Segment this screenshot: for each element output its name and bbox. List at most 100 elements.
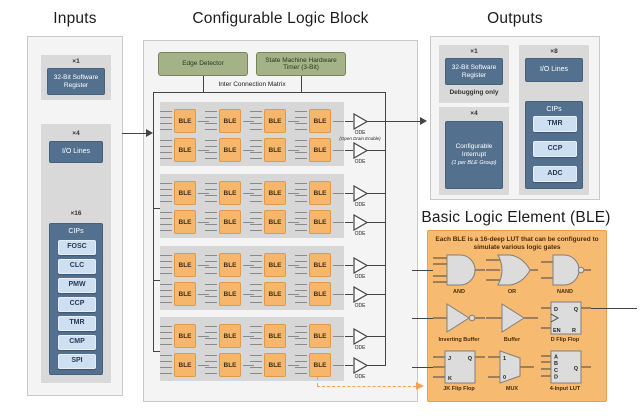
d-flip-flop-label: D Flip Flop — [550, 337, 580, 343]
ble-box: BLE — [309, 109, 331, 133]
wire — [367, 265, 385, 266]
ble-input-lines — [295, 284, 307, 304]
wire — [333, 149, 344, 151]
ble-box: BLE — [264, 324, 286, 348]
ble-input-lines — [205, 255, 217, 275]
wire — [345, 365, 353, 366]
svg-text:B: B — [554, 361, 558, 367]
ode-buffer-icon — [353, 213, 369, 236]
inputs-heading: Inputs — [53, 10, 97, 27]
svg-text:D: D — [554, 375, 558, 381]
outputs-io-box: I/O Lines — [525, 58, 583, 82]
ble-cell: BLE — [295, 109, 344, 133]
ble-cell: BLE — [160, 324, 209, 348]
ble-cell: BLE — [205, 181, 254, 205]
ble-box: BLE — [309, 181, 331, 205]
inputs-register-count: ×1 — [72, 58, 80, 65]
cip-chip-cmp: CMP — [58, 335, 96, 350]
wire — [288, 293, 299, 295]
ble-cell: BLE — [160, 210, 209, 234]
ode-open-drain-note: (Open Drain Enable) — [339, 136, 381, 141]
svg-text:0: 0 — [503, 375, 506, 381]
ode-buffer-icon — [353, 112, 369, 135]
outputs-interrupt-note: (1 per BLE Group) — [451, 160, 497, 166]
ble-box: BLE — [219, 138, 241, 162]
ble-box: BLE — [309, 353, 331, 377]
d-flip-flop-icon: D Q EN R — [539, 300, 591, 336]
ble-cell: BLE — [250, 282, 299, 306]
ble-cell: BLE — [160, 109, 209, 133]
wire — [333, 192, 344, 194]
four-input-lut-label: 4-Input LUT — [549, 386, 581, 392]
or-gate-icon — [486, 252, 538, 288]
ble-input-lines — [205, 284, 217, 304]
wire — [243, 221, 254, 223]
ble-input-lines — [160, 140, 172, 160]
cip-chip-spi: SPI — [58, 354, 96, 369]
ode-label: ODE — [354, 202, 366, 208]
ble-box: BLE — [264, 253, 286, 277]
wire — [345, 336, 353, 337]
inverting-buffer-icon — [433, 300, 485, 336]
and-gate-label: AND — [453, 289, 465, 295]
ble-input-lines — [205, 212, 217, 232]
ble-cell: BLE — [160, 282, 209, 306]
inputs-io-box: I/O Lines — [49, 141, 103, 163]
ble-input-lines — [160, 355, 172, 375]
ble-input-lines — [250, 140, 262, 160]
wire — [243, 264, 254, 266]
wire — [333, 120, 344, 122]
ble-box: BLE — [264, 282, 286, 306]
wire — [198, 364, 209, 366]
ble-box: BLE — [219, 282, 241, 306]
ble-box: BLE — [174, 282, 196, 306]
outputs-register-count: ×1 — [470, 48, 478, 55]
ble-input-lines — [295, 212, 307, 232]
ble-cell: BLE — [250, 324, 299, 348]
cip-chip-ccp: CCP — [58, 297, 96, 312]
ode-buffer-icon — [353, 141, 369, 164]
outputs-interrupt-label: Configurable Interrupt — [455, 143, 493, 159]
ode-label: ODE — [354, 159, 366, 165]
ble-cell: BLE — [160, 253, 209, 277]
ble-detail-dashed-wire — [317, 386, 416, 387]
wire — [288, 221, 299, 223]
wire — [288, 264, 299, 266]
cip-chip-tmr: TMR — [58, 316, 96, 331]
inputs-register-group: ×1 32-Bit Software Register — [41, 55, 111, 100]
wire — [198, 120, 209, 122]
wire — [243, 293, 254, 295]
ble-box: BLE — [309, 253, 331, 277]
nand-gate-icon — [539, 252, 591, 288]
ble-cell: BLE — [205, 353, 254, 377]
four-input-lut-icon: A B C D Q — [539, 349, 591, 385]
ble-cell: BLE — [295, 138, 344, 162]
ble-box: BLE — [219, 109, 241, 133]
ble-input-lines — [160, 183, 172, 203]
state-machine-box: State Machine Hardware Timer (3-Bit) — [256, 52, 346, 76]
ble-cell: BLE — [205, 253, 254, 277]
outputs-io-count: ×8 — [550, 48, 558, 55]
clb-heading: Configurable Logic Block — [192, 10, 369, 27]
wire — [243, 149, 254, 151]
ble-cell: BLE — [250, 353, 299, 377]
ble-cell: BLE — [250, 210, 299, 234]
ble-input-lines — [250, 355, 262, 375]
ode-buffer-icon — [353, 285, 369, 308]
ble-cell: BLE — [250, 253, 299, 277]
ble-input-lines — [250, 255, 262, 275]
ble-cell: BLE — [295, 181, 344, 205]
wire — [288, 364, 299, 366]
ble-input-lines — [295, 140, 307, 160]
wire — [345, 265, 353, 266]
ble-input-lines — [295, 326, 307, 346]
ble-input-lines — [250, 326, 262, 346]
ble-input-lines — [160, 212, 172, 232]
wire — [243, 364, 254, 366]
ode-label: ODE — [354, 274, 366, 280]
ode-label: ODE — [354, 130, 366, 136]
